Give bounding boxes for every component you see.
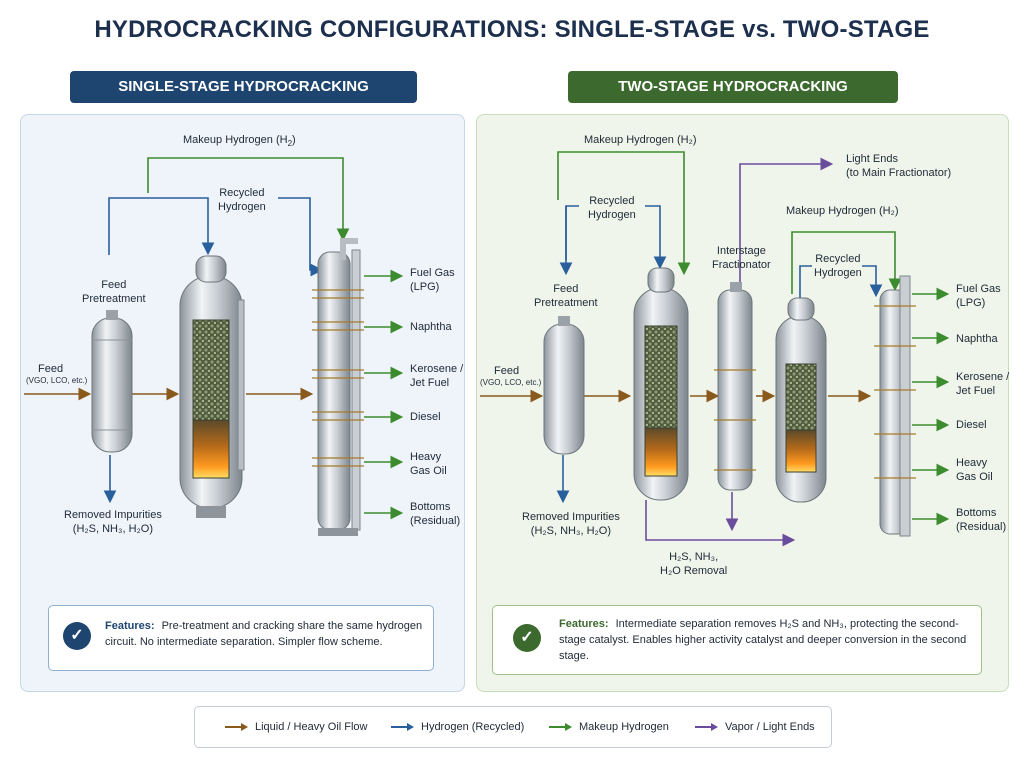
- legend-hydrogen-recycled: Hydrogen (Recycled): [391, 720, 524, 734]
- single-features-label: Features:: [105, 620, 155, 632]
- arrow-right-icon: [549, 723, 572, 732]
- two-product-naphtha: Naphtha: [956, 333, 998, 345]
- legend-liquid: Liquid / Heavy Oil Flow: [225, 720, 368, 734]
- two-first-reactor: [633, 267, 689, 501]
- interstage-fractionator: [714, 282, 756, 491]
- arrow-right-icon: [695, 723, 718, 732]
- arrow-right-icon: [391, 723, 414, 732]
- legend: Liquid / Heavy Oil Flow Hydrogen (Recycl…: [194, 706, 832, 748]
- single-features-text: Pre-treatment and cracking share the sam…: [105, 620, 423, 648]
- single-removed-impurities-label: Removed Impurities(H₂S, NH₃, H₂O): [64, 509, 162, 535]
- single-makeup-h2-label: Makeup Hydrogen (H2): [183, 134, 296, 149]
- two-makeup-h2-label-2: Makeup Hydrogen (H₂): [786, 205, 899, 217]
- page-title: HYDROCRACKING CONFIGURATIONS: SINGLE-STA…: [94, 16, 930, 43]
- single-stage-header: SINGLE-STAGE HYDROCRACKING: [70, 71, 417, 103]
- check-icon: ✓: [63, 622, 91, 650]
- single-fractionator: [312, 238, 364, 536]
- single-feed-label: Feed: [38, 363, 64, 375]
- check-icon: ✓: [513, 624, 541, 652]
- two-stage-flow-lines: [480, 151, 950, 547]
- single-pretreatment-vessel: [91, 310, 133, 453]
- single-feed-detail-label: (VGO, LCO, etc.): [26, 376, 88, 385]
- two-product-bottoms: Bottoms (Residual): [956, 507, 1007, 533]
- two-product-fuel-gas: Fuel Gas (LPG): [956, 283, 1001, 309]
- two-features-text: Intermediate separation removes H₂S and …: [559, 618, 967, 662]
- two-stage-header: TWO-STAGE HYDROCRACKING: [568, 71, 898, 103]
- single-stage-flow-lines: [24, 157, 404, 520]
- single-product-heavy-gas-oil: Heavy Gas Oil: [410, 451, 447, 477]
- two-removed-impurities-label: Removed Impurities(H₂S, NH₃, H₂O): [522, 511, 620, 537]
- single-product-kerosene: Kerosene / Jet Fuel: [410, 363, 464, 389]
- legend-makeup-hydrogen: Makeup Hydrogen: [549, 720, 669, 734]
- two-h2s-removal-label: H₂S, NH₃,H₂O Removal: [660, 551, 728, 577]
- two-light-ends-label: Light Ends(to Main Fractionator): [846, 153, 952, 179]
- two-feed-detail-label: (VGO, LCO, etc.): [480, 378, 542, 387]
- single-product-fuel-gas: Fuel Gas (LPG): [410, 267, 455, 293]
- single-product-bottoms: Bottoms (Residual): [410, 501, 461, 527]
- legend-vapor-light-ends: Vapor / Light Ends: [695, 720, 815, 734]
- single-product-diesel: Diesel: [410, 411, 441, 423]
- two-product-kerosene: Kerosene / Jet Fuel: [956, 371, 1010, 397]
- two-pretreatment-vessel: [543, 316, 585, 455]
- two-second-reactor: [775, 297, 827, 503]
- two-makeup-h2-label-1: Makeup Hydrogen (H₂): [584, 134, 697, 146]
- two-features-box: ✓ Features: Intermediate separation remo…: [492, 605, 982, 675]
- single-product-naphtha: Naphtha: [410, 321, 452, 333]
- two-feed-label: Feed: [494, 365, 520, 377]
- arrow-right-icon: [225, 723, 248, 732]
- single-reactor: [179, 255, 245, 518]
- two-product-diesel: Diesel: [956, 419, 987, 431]
- single-features-box: ✓ Features: Pre-treatment and cracking s…: [48, 605, 434, 671]
- two-main-fractionator: [874, 275, 916, 537]
- two-features-label: Features:: [559, 618, 609, 630]
- two-product-heavy-gas-oil: Heavy Gas Oil: [956, 457, 993, 483]
